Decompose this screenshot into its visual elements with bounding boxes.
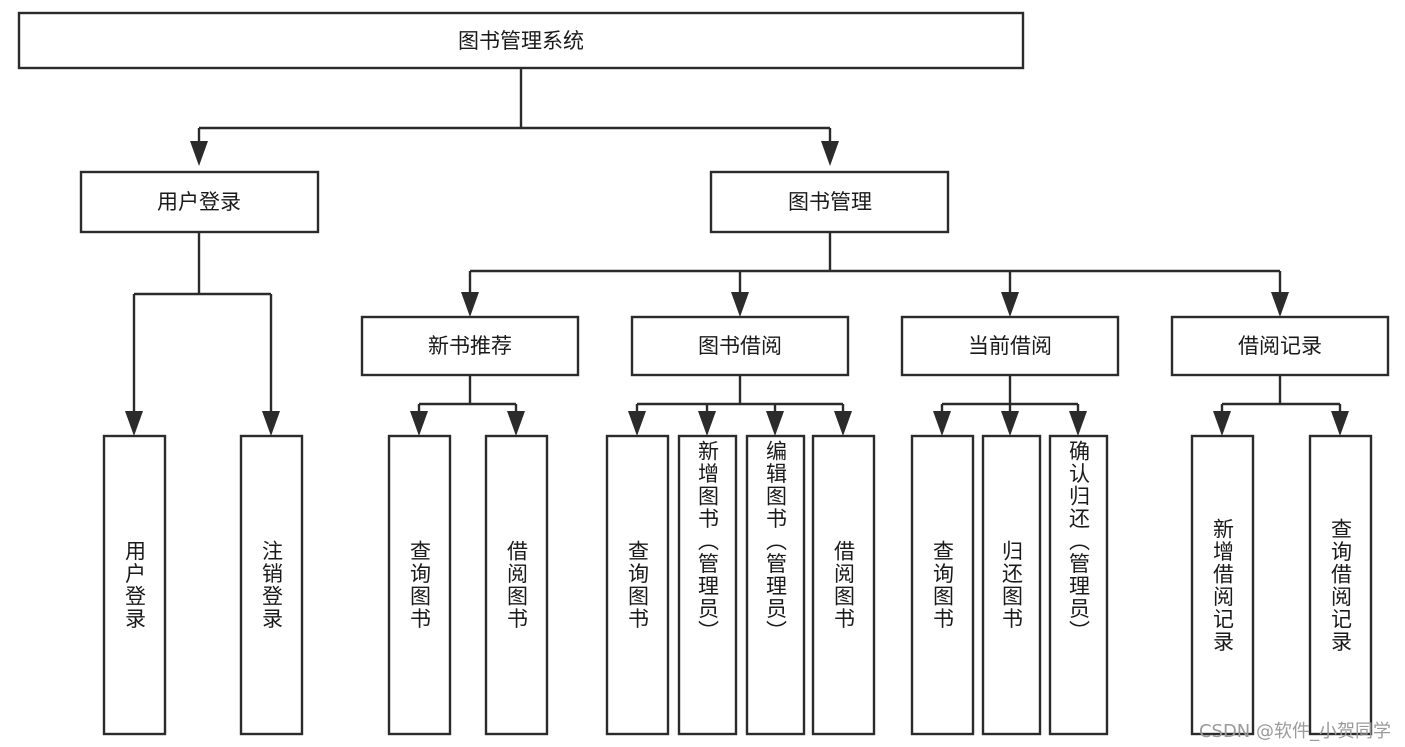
borrow-records-label: 借阅记录 xyxy=(1238,334,1322,358)
book-management-box[interactable] xyxy=(709,170,950,234)
leaf-box-bb-edit-book[interactable] xyxy=(745,434,806,736)
book-borrow-box[interactable] xyxy=(630,315,850,377)
arrow-current-borrow xyxy=(1001,292,1019,317)
leaf-box-user-login[interactable] xyxy=(102,434,167,736)
leaf-box-logout[interactable] xyxy=(239,434,304,736)
node-user-login[interactable]: 用户登录 xyxy=(79,170,320,234)
node-current-borrow[interactable]: 当前借阅 xyxy=(900,315,1120,377)
current-borrow-box[interactable] xyxy=(900,315,1120,377)
arrow-br-leaf-1 xyxy=(1213,411,1231,436)
arrow-br-leaf-2 xyxy=(1331,411,1349,436)
arrow-bb-leaf-2 xyxy=(698,411,716,436)
book-borrow-label: 图书借阅 xyxy=(698,334,782,358)
leaf-box-br-query-record[interactable] xyxy=(1308,434,1373,736)
root-label: 图书管理系统 xyxy=(458,29,584,53)
new-book-recommend-label: 新书推荐 xyxy=(428,334,512,358)
connector-user-login-to-leaves xyxy=(125,232,280,436)
arrow-nb-leaf-2 xyxy=(507,411,525,436)
arrow-bb-leaf-3 xyxy=(766,411,784,436)
connector-root-to-level2 xyxy=(190,68,839,166)
user-login-label: 用户登录 xyxy=(157,190,241,214)
leaf-box-nb-query-book[interactable] xyxy=(387,434,452,736)
arrow-book-mgmt xyxy=(821,141,839,166)
connector-current-borrow-to-leaves xyxy=(933,375,1087,436)
arrow-bb-leaf-4 xyxy=(834,411,852,436)
leaf-box-cb-confirm-return[interactable] xyxy=(1048,434,1109,736)
arrow-cb-leaf-1 xyxy=(933,411,951,436)
leaf-box-cb-query-book[interactable] xyxy=(910,434,975,736)
arrow-user-login xyxy=(190,141,208,166)
leaf-box-cb-return-book[interactable] xyxy=(981,434,1042,736)
node-book-management[interactable]: 图书管理 xyxy=(709,170,950,234)
arrow-bb-leaf-1 xyxy=(628,411,646,436)
arrow-borrow-records xyxy=(1271,292,1289,317)
arrow-cb-leaf-2 xyxy=(1001,411,1019,436)
leaf-box-bb-query-book[interactable] xyxy=(605,434,670,736)
arrow-leaf-user-login xyxy=(125,411,143,436)
arrow-leaf-logout xyxy=(262,411,280,436)
connector-borrow-records-to-leaves xyxy=(1213,375,1349,436)
root-box[interactable] xyxy=(17,11,1025,70)
node-root[interactable]: 图书管理系统 xyxy=(17,11,1025,70)
connector-book-borrow-to-leaves xyxy=(628,375,852,436)
node-new-book-recommend[interactable]: 新书推荐 xyxy=(360,315,580,377)
book-management-label: 图书管理 xyxy=(788,190,872,214)
arrow-new-book xyxy=(461,292,479,317)
arrow-nb-leaf-1 xyxy=(410,411,428,436)
new-book-recommend-box[interactable] xyxy=(360,315,580,377)
leaf-box-br-add-record[interactable] xyxy=(1190,434,1255,736)
connector-book-mgmt-to-level3 xyxy=(461,232,1289,317)
connector-new-book-to-leaves xyxy=(410,375,525,436)
leaf-box-bb-borrow-book[interactable] xyxy=(811,434,876,736)
node-book-borrow[interactable]: 图书借阅 xyxy=(630,315,850,377)
leaf-box-nb-borrow-book[interactable] xyxy=(484,434,549,736)
current-borrow-label: 当前借阅 xyxy=(968,334,1052,358)
borrow-records-box[interactable] xyxy=(1170,315,1390,377)
node-borrow-records[interactable]: 借阅记录 xyxy=(1170,315,1390,377)
arrow-cb-leaf-3 xyxy=(1069,411,1087,436)
arrow-book-borrow xyxy=(731,292,749,317)
leaf-box-bb-add-book[interactable] xyxy=(677,434,738,736)
